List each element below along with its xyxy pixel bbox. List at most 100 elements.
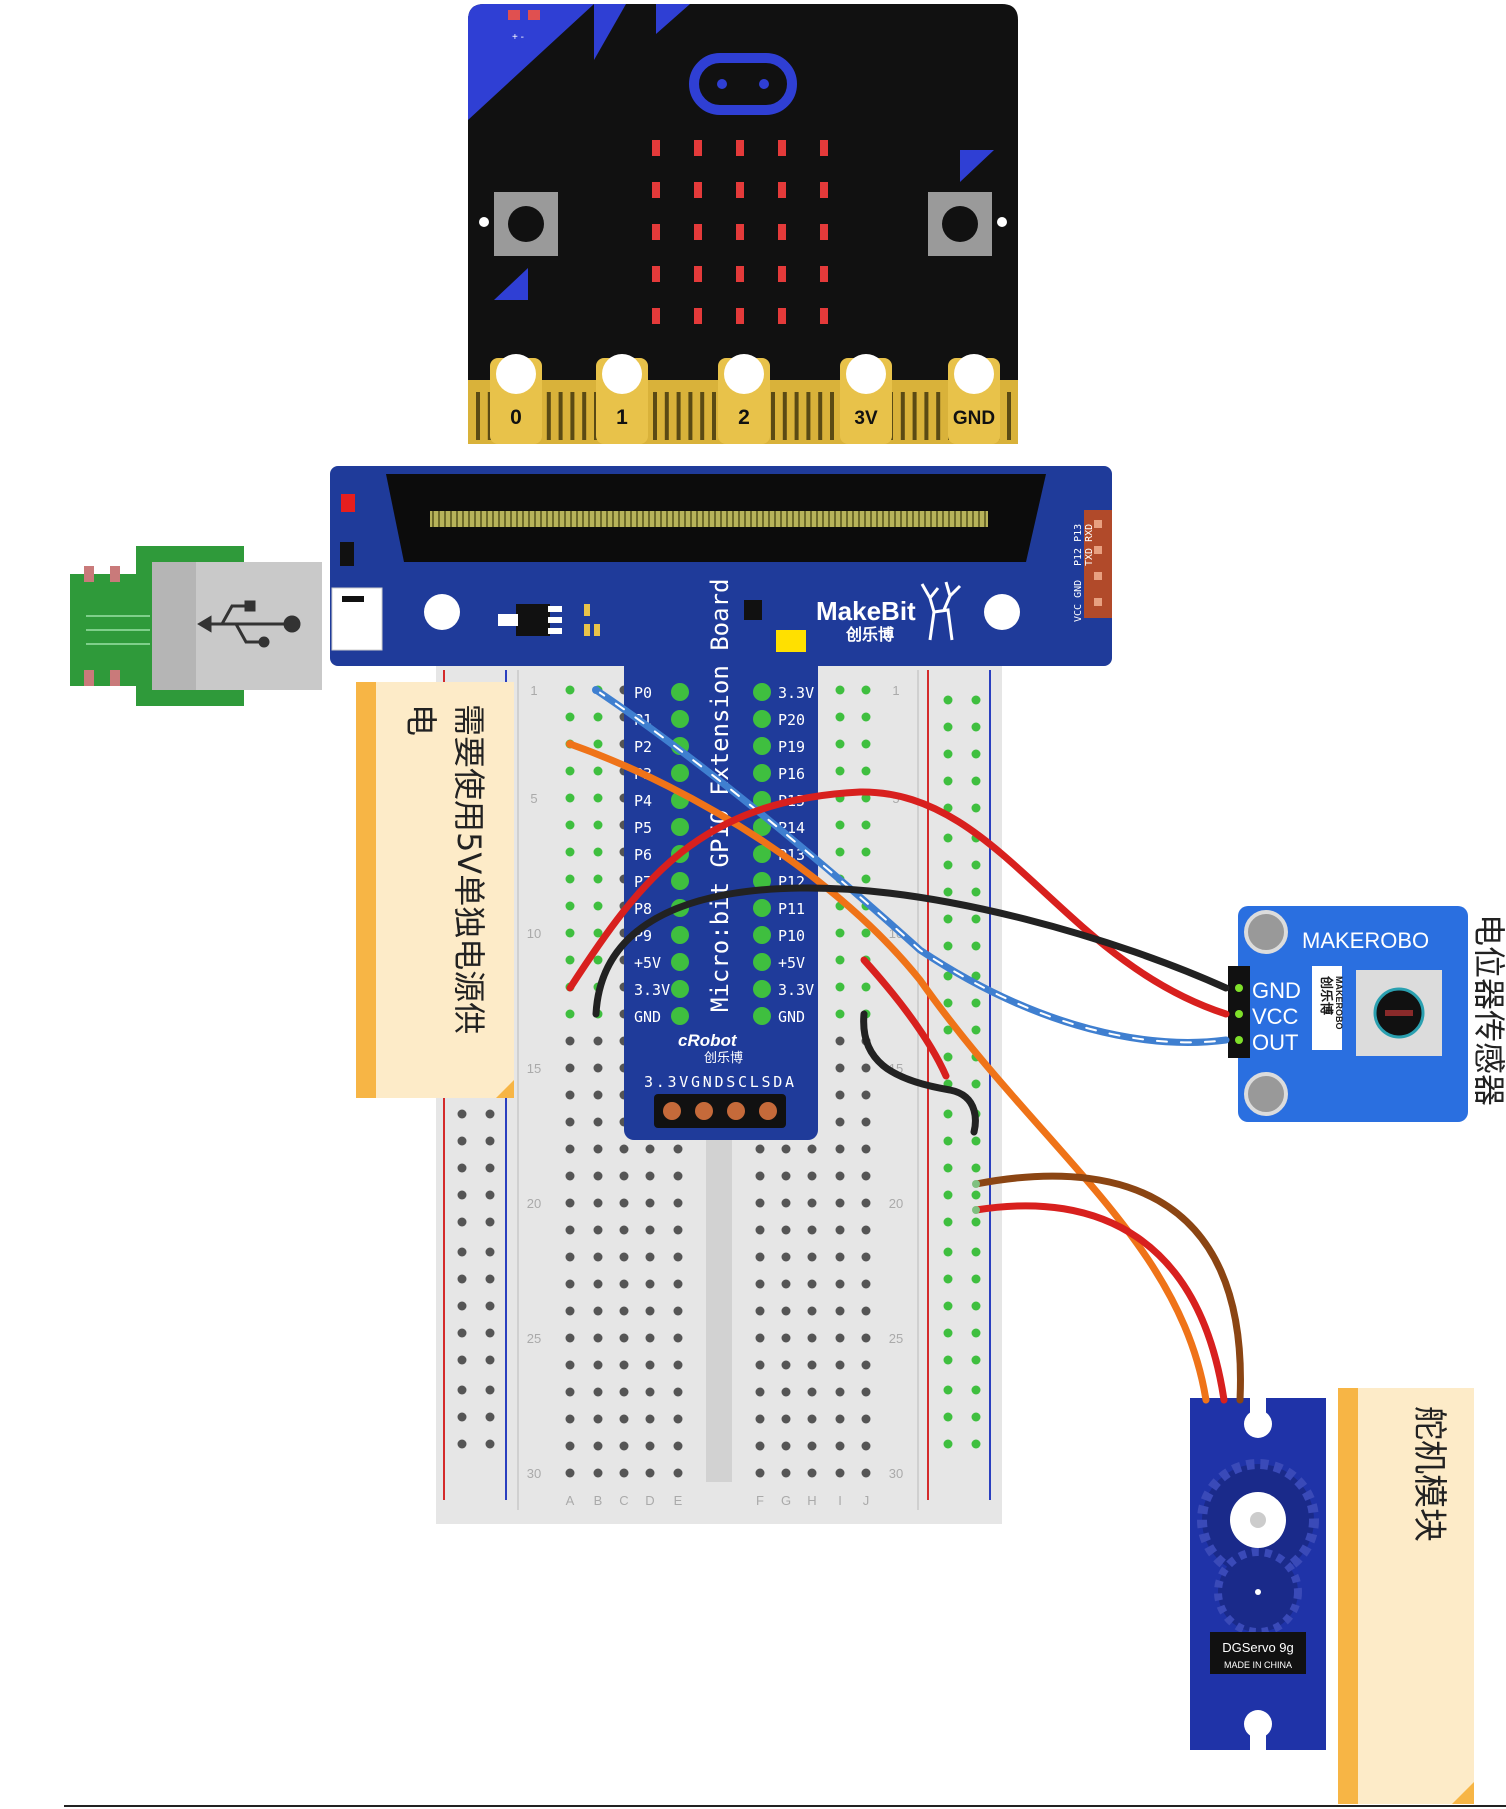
- wire-end-brown: [972, 1180, 980, 1188]
- left-pin-pad[interactable]: [671, 926, 689, 944]
- rail-hole: [943, 887, 953, 897]
- wire-black-gnd-to-gnd[interactable]: [592, 884, 1230, 1018]
- breadboard-hole: [835, 1306, 845, 1316]
- edge-finger: [487, 392, 492, 440]
- breadboard-hole: [565, 1441, 575, 1451]
- servo-origin: MADE IN CHINA: [1224, 1660, 1292, 1670]
- left-pin-pad[interactable]: [671, 683, 689, 701]
- breadboard-hole: [645, 1306, 655, 1316]
- usb-power-adapter: [70, 546, 322, 706]
- breadboard-hole: [835, 1063, 845, 1073]
- breadboard-hole: [781, 1306, 791, 1316]
- rail-hole: [943, 1301, 953, 1311]
- right-pin-pad[interactable]: [753, 953, 771, 971]
- breadboard-hole: [807, 1225, 817, 1235]
- left-pin-label: P4: [634, 792, 652, 810]
- breadboard-hole: [673, 1225, 683, 1235]
- breadboard-hole: [835, 1144, 845, 1154]
- rail-hole: [943, 1163, 953, 1173]
- breadboard-hole: [673, 1279, 683, 1289]
- breadboard-hole: [861, 1063, 871, 1073]
- right-pin-pad[interactable]: [753, 872, 771, 890]
- left-pin-pad[interactable]: [671, 818, 689, 836]
- breadboard-hole: [807, 1144, 817, 1154]
- breadboard-hole: [755, 1144, 765, 1154]
- led: [652, 182, 660, 198]
- rail-hole: [971, 722, 981, 732]
- right-pin-pad[interactable]: [753, 764, 771, 782]
- row-number-left: 15: [527, 1061, 541, 1076]
- left-pin-pad[interactable]: [671, 1007, 689, 1025]
- wire-orange-p2-to-servo[interactable]: [566, 740, 1210, 1404]
- right-pin-pad[interactable]: [753, 899, 771, 917]
- breadboard-hole: [593, 1063, 603, 1073]
- left-pin-pad[interactable]: [671, 872, 689, 890]
- wire-red-servo-power[interactable]: [972, 1202, 1228, 1404]
- makebit-logo-text: MakeBit: [816, 596, 916, 626]
- right-pin-pad[interactable]: [753, 737, 771, 755]
- breadboard-hole: [593, 712, 603, 722]
- edge-finger: [546, 392, 551, 440]
- rail-hole: [971, 1217, 981, 1227]
- sensor-pin-gnd: [1235, 984, 1243, 992]
- breadboard-hole: [755, 1198, 765, 1208]
- rail-hole: [457, 1247, 467, 1257]
- rail-hole: [457, 1301, 467, 1311]
- sensor-pin-label-gnd: GND: [1252, 978, 1301, 1003]
- left-pin-label: 3.3V: [634, 981, 670, 999]
- right-pin-pad[interactable]: [753, 1007, 771, 1025]
- breadboard-hole: [807, 1441, 817, 1451]
- wire-blue-stripe: [595, 689, 1227, 1044]
- breadboard-hole: [645, 1441, 655, 1451]
- breadboard-hole: [861, 928, 871, 938]
- right-pin-pad[interactable]: [753, 818, 771, 836]
- usb-symbol-icon: [197, 600, 301, 648]
- wire-brown-servo-ground[interactable]: [972, 1172, 1244, 1404]
- edge-finger: [818, 392, 823, 440]
- microbit-led-matrix: [652, 140, 828, 324]
- breadboard-hole: [565, 928, 575, 938]
- wire-red-jumper[interactable]: [860, 956, 950, 1080]
- uart-pin-4: [1094, 598, 1102, 606]
- breadboard-hole: [619, 1225, 629, 1235]
- rail-hole: [971, 914, 981, 924]
- breadboard-hole: [565, 1225, 575, 1235]
- rail-hole: [943, 1274, 953, 1284]
- led: [820, 266, 828, 282]
- left-pin-pad[interactable]: [671, 710, 689, 728]
- led: [652, 140, 660, 156]
- left-pin-pad[interactable]: [671, 764, 689, 782]
- breadboard-hole: [565, 955, 575, 965]
- rail-hole: [971, 695, 981, 705]
- breadboard-hole: [781, 1360, 791, 1370]
- left-pin-pad[interactable]: [671, 980, 689, 998]
- rail-hole: [971, 803, 981, 813]
- wire-black-jumper[interactable]: [860, 1010, 979, 1136]
- breadboard-hole: [755, 1468, 765, 1478]
- usb-adapter-resistor-3: [84, 670, 94, 686]
- left-pin-label: P0: [634, 684, 652, 702]
- breadboard-hole: [645, 1198, 655, 1208]
- breadboard-hole: [565, 1468, 575, 1478]
- uart-label-bottom: VCC GND: [1073, 580, 1084, 622]
- right-pin-pad[interactable]: [753, 683, 771, 701]
- led: [694, 182, 702, 198]
- rail-hole: [971, 1025, 981, 1035]
- breadboard-hole: [861, 874, 871, 884]
- right-pin-column: 3.3VP20P19P16P15P14P13P12P11P10+5V3.3VGN…: [753, 683, 814, 1026]
- edge-finger: [912, 392, 917, 440]
- right-pin-pad[interactable]: [753, 926, 771, 944]
- breadboard-hole: [861, 1279, 871, 1289]
- rail-hole: [943, 1109, 953, 1119]
- led: [778, 308, 786, 324]
- led: [652, 224, 660, 240]
- right-pin-pad[interactable]: [753, 710, 771, 728]
- right-pin-pad[interactable]: [753, 845, 771, 863]
- led: [694, 224, 702, 240]
- breadboard-hole: [781, 1279, 791, 1289]
- servo-motor: DGServo 9g MADE IN CHINA: [1190, 1398, 1326, 1750]
- right-pin-pad[interactable]: [753, 980, 771, 998]
- breadboard-hole: [835, 1009, 845, 1019]
- left-pin-pad[interactable]: [671, 953, 689, 971]
- usb-plug-face: [196, 562, 322, 690]
